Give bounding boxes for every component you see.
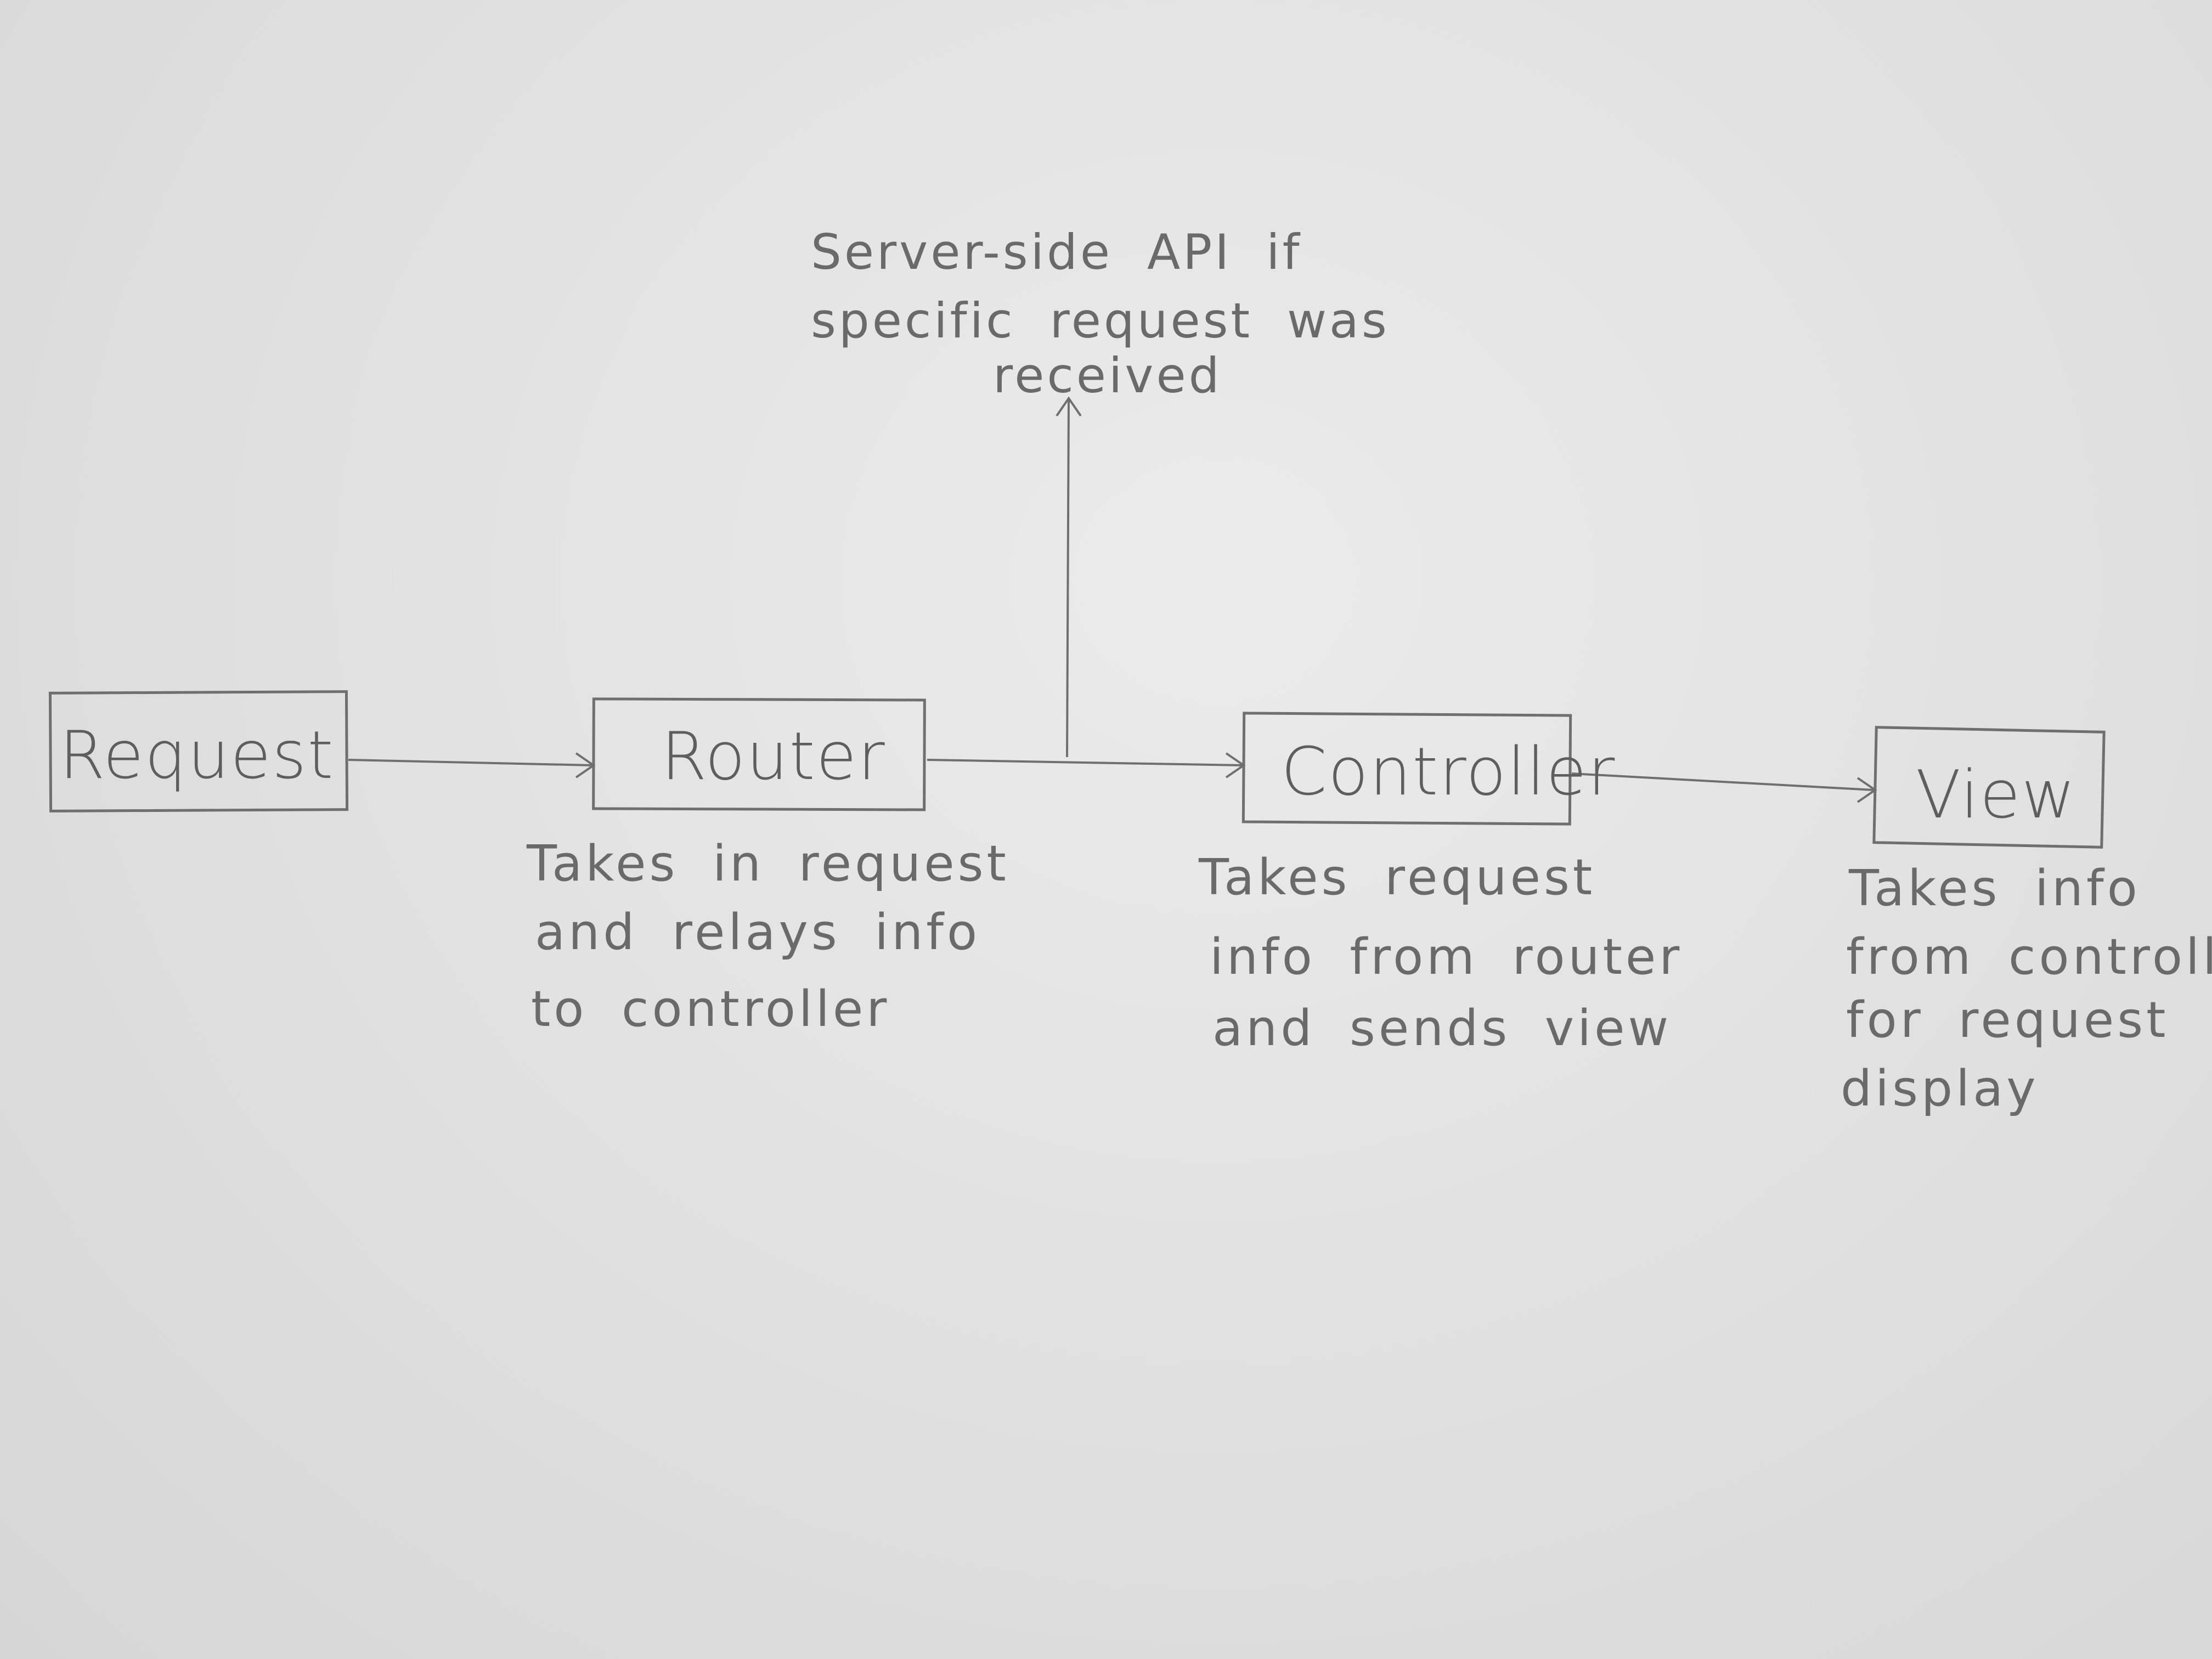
node-router-label: Router: [661, 719, 886, 795]
node-request-label: Request: [59, 718, 334, 794]
api-note: Server-side API if specific request was …: [811, 224, 1390, 404]
view-description-line-4: display: [1841, 1060, 2039, 1118]
view-description-line-3: for request: [1846, 991, 2169, 1049]
router-description-line-1: Takes in request: [526, 835, 1009, 893]
node-controller-label: Controller: [1281, 734, 1616, 810]
edge-controller-view: [1571, 772, 1874, 791]
api-note-line-1: Server-side API if: [811, 224, 1302, 280]
view-description: Takes info from controller for request d…: [1841, 860, 2212, 1118]
edge-router-api: [1066, 399, 1070, 758]
arrowhead-api: [1056, 396, 1082, 417]
edge-router-controller: [927, 759, 1243, 766]
node-request: Request: [48, 690, 349, 812]
controller-description-line-3: and sends view: [1212, 1000, 1672, 1057]
router-description-line-3: to controller: [531, 980, 890, 1038]
edge-request-router: [348, 759, 593, 766]
node-view-box: [1872, 726, 2106, 849]
node-view: View: [1872, 726, 2106, 849]
controller-description-line-1: Takes request: [1198, 849, 1595, 906]
node-router: Router: [592, 697, 926, 811]
node-view-label: View: [1916, 757, 2076, 833]
view-description-line-1: Takes info: [1848, 860, 2141, 917]
node-controller: Controller: [1242, 712, 1616, 826]
api-note-line-2: specific request was: [811, 292, 1390, 349]
controller-description: Takes request info from router and sends…: [1198, 849, 1683, 1057]
api-note-line-3: received: [993, 347, 1222, 404]
controller-description-line-2: info from router: [1210, 928, 1683, 986]
view-description-line-2: from controller: [1846, 928, 2212, 986]
node-request-box: [48, 690, 349, 812]
node-router-box: [592, 697, 926, 811]
router-description: Takes in request and relays info to cont…: [526, 835, 1009, 1038]
router-description-line-2: and relays info: [535, 904, 980, 961]
node-controller-box: [1242, 712, 1572, 826]
